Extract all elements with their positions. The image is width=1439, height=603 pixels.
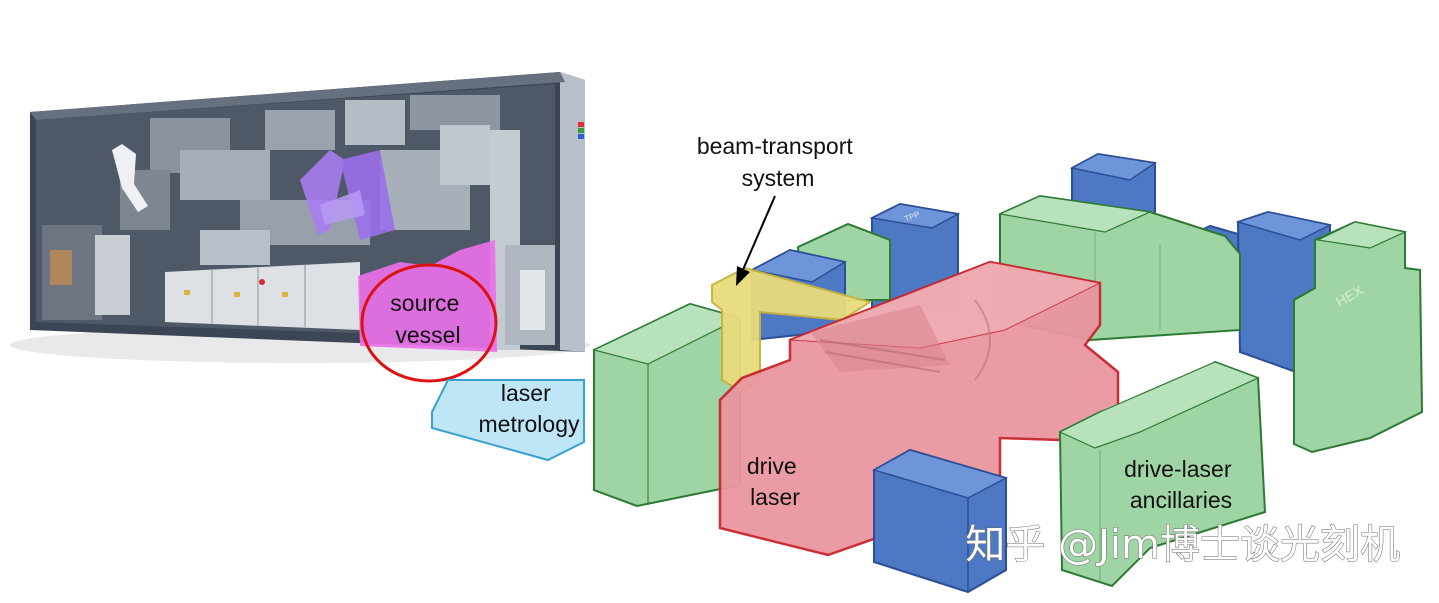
ancillary-left-block: [592, 302, 742, 508]
euv-machine-photo: [10, 72, 590, 363]
blue-box-front: [872, 448, 1008, 594]
laser-metrology-label: laser metrology: [479, 380, 580, 437]
ancillary-front-right-block: [1058, 360, 1267, 588]
drive-laser-shape: [718, 260, 1120, 557]
hex-ancillary-block: HEX: [1293, 220, 1424, 454]
watermark-text: 知乎 @Jim博士谈光刻机: [965, 522, 1400, 568]
beam-transport-arrow: [736, 195, 776, 286]
source-vessel-circle: [360, 263, 498, 383]
beam-transport-label: beam-transport system: [697, 133, 859, 191]
drive-laser-label: drive laser: [747, 453, 803, 510]
source-vessel-label: source vessel: [390, 290, 465, 348]
source-vessel-shape: [358, 240, 497, 352]
laser-metrology-shape: [431, 379, 585, 462]
drive-laser-ancillaries-label: drive-laser ancillaries: [1124, 456, 1238, 513]
